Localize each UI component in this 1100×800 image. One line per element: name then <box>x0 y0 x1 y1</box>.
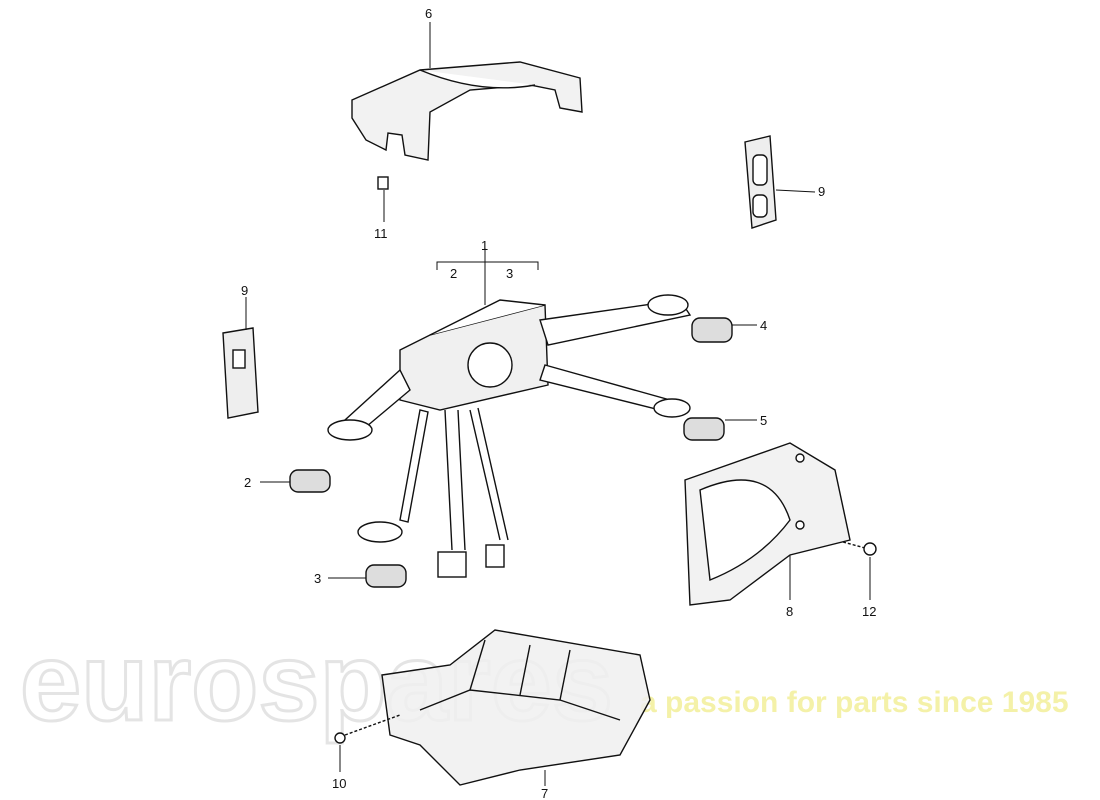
callout-7: 7 <box>541 786 548 800</box>
callout-12: 12 <box>862 604 876 619</box>
part-4-switch-cap <box>691 317 733 343</box>
callout-3-top: 3 <box>506 266 513 281</box>
part-10-screw <box>334 714 401 744</box>
callout-10: 10 <box>332 776 346 791</box>
part-7-lower-cover <box>381 629 651 786</box>
callout-4: 4 <box>760 318 767 333</box>
part-3-switch-cap <box>365 564 407 588</box>
callout-3: 3 <box>314 571 321 586</box>
part-5-switch-cap <box>683 417 725 441</box>
callout-1: 1 <box>481 238 488 253</box>
part-1-switch-assembly <box>327 294 692 578</box>
callouts: 6 11 1 2 3 9 9 4 5 2 3 8 12 10 7 <box>241 6 876 800</box>
watermark-tagline: a passion for parts since 1985 <box>640 686 1069 719</box>
part-6-upper-cover <box>351 61 583 190</box>
parts <box>222 61 877 786</box>
callout-5: 5 <box>760 413 767 428</box>
callout-8: 8 <box>786 604 793 619</box>
callout-6: 6 <box>425 6 432 21</box>
callout-9-left: 9 <box>241 283 248 298</box>
leader-lines <box>245 22 871 786</box>
part-9-right-trim <box>744 135 777 229</box>
part-8-panel <box>684 442 851 606</box>
part-12-screw <box>842 541 877 556</box>
callout-2-top: 2 <box>450 266 457 281</box>
part-9-left-trim <box>222 327 259 419</box>
part-2-switch-cap <box>289 469 331 493</box>
callout-9-right: 9 <box>818 184 825 199</box>
callout-2: 2 <box>244 475 251 490</box>
callout-11: 11 <box>374 226 388 241</box>
